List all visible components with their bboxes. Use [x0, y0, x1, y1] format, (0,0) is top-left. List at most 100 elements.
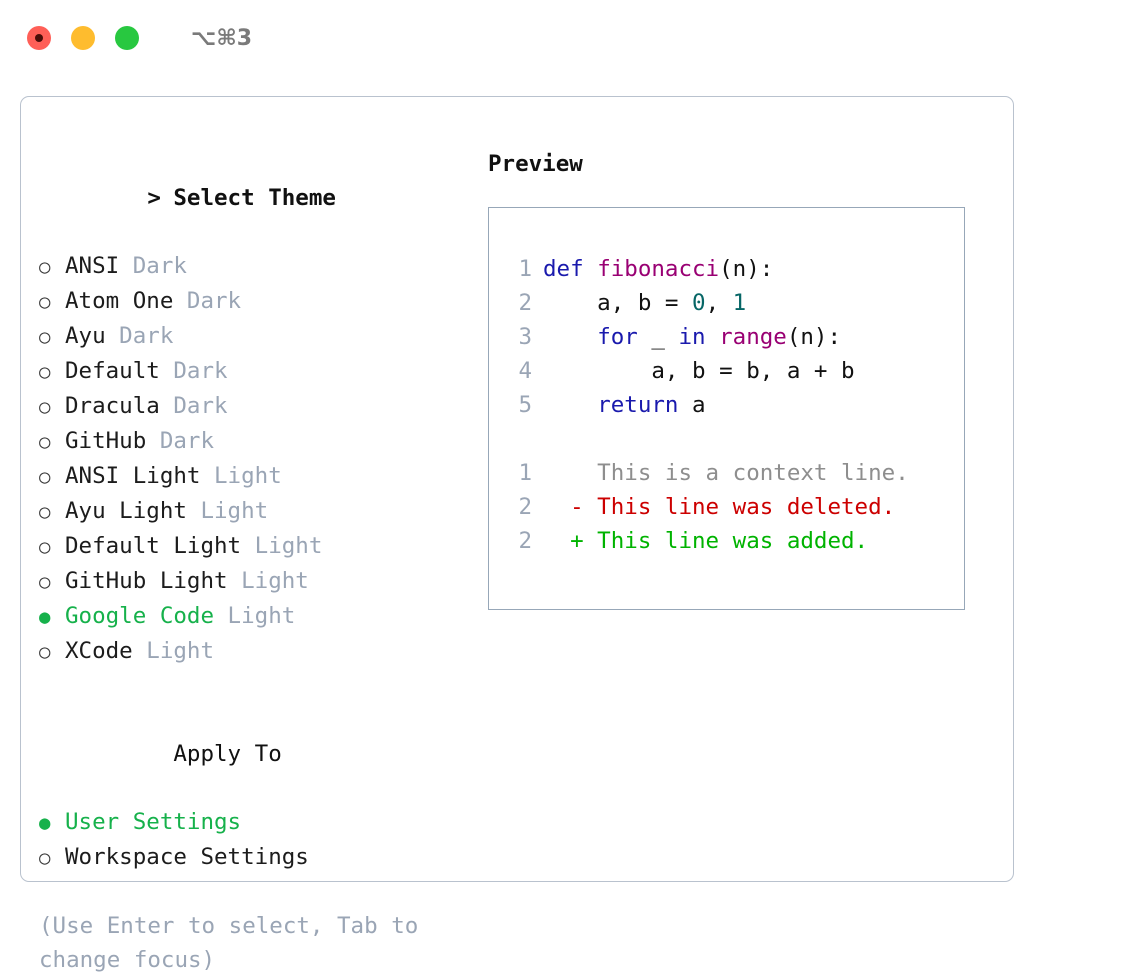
- theme-kind-label: Dark: [119, 253, 187, 279]
- theme-option-github[interactable]: ○GitHub Dark: [39, 424, 486, 459]
- diff-line-number: 2: [518, 494, 532, 520]
- titlebar: ⌥⌘3: [0, 0, 1140, 76]
- token-kw: return: [597, 392, 679, 418]
- theme-list[interactable]: ○ANSI Dark○Atom One Dark○Ayu Dark○Defaul…: [39, 249, 486, 669]
- theme-option-label: Dracula: [65, 393, 160, 419]
- theme-kind-label: Light: [227, 568, 309, 594]
- diff-line: 2 + This line was added.: [506, 524, 964, 558]
- apply-to-title: Apply To: [173, 741, 282, 767]
- radio-unselected-icon: ○: [39, 501, 51, 523]
- theme-selection-column: >Select Theme ○ANSI Dark○Atom One Dark○A…: [21, 147, 486, 977]
- window-controls: [27, 26, 139, 50]
- theme-option-label: ANSI: [65, 253, 120, 279]
- theme-option-default-light[interactable]: ○ Default Light Light: [39, 529, 486, 564]
- token-pl: (n):: [719, 256, 774, 282]
- code-text: a, b = 0, 1: [532, 286, 746, 320]
- main-window: >Select Theme ○ANSI Dark○Atom One Dark○A…: [20, 96, 1014, 973]
- theme-option-label: ANSI Light: [65, 463, 201, 489]
- token-kw: in: [678, 324, 706, 350]
- radio-unselected-icon: ○: [39, 291, 51, 313]
- close-button[interactable]: [27, 26, 51, 50]
- apply-option-label: User Settings: [65, 809, 242, 835]
- diff-line-number: 2: [518, 528, 532, 554]
- preview-title: Preview: [488, 151, 583, 177]
- keyboard-shortcut-label: ⌥⌘3: [191, 25, 253, 51]
- code-text: a, b = b, a + b: [532, 354, 855, 388]
- theme-option-dracula[interactable]: ○ Dracula Dark: [39, 389, 486, 424]
- select-theme-header: > Select Theme: [39, 147, 486, 249]
- select-theme-title: Select Theme: [173, 185, 336, 211]
- theme-option-github-light[interactable]: ○GitHub Light Light: [39, 564, 486, 599]
- token-num: 0: [692, 290, 706, 316]
- content-columns: >Select Theme ○ANSI Dark○Atom One Dark○A…: [21, 97, 1013, 977]
- theme-option-label: XCode: [65, 638, 133, 664]
- theme-option-atom-one[interactable]: ○Atom One Dark: [39, 284, 486, 319]
- token-kw: for: [597, 324, 638, 350]
- code-text: return a: [532, 388, 705, 422]
- theme-option-google-code[interactable]: ●Google Code Light: [39, 599, 486, 634]
- theme-kind-label: Light: [214, 603, 296, 629]
- radio-unselected-icon: ○: [39, 361, 51, 383]
- line-number: 1: [518, 256, 532, 282]
- diff-line: 1 This is a context line.: [506, 456, 964, 490]
- theme-kind-label: Dark: [105, 323, 174, 349]
- theme-kind-label: Light: [241, 533, 323, 559]
- recording-dot-icon: [35, 34, 43, 42]
- theme-option-label: Default: [65, 358, 160, 384]
- theme-option-label: GitHub: [65, 428, 147, 454]
- token-num: 1: [732, 290, 747, 316]
- minimize-button[interactable]: [71, 26, 95, 50]
- theme-kind-label: Light: [186, 498, 269, 524]
- theme-kind-label: Dark: [159, 358, 228, 384]
- theme-option-label: GitHub Light: [65, 568, 228, 594]
- theme-option-label: Atom One: [65, 288, 174, 314]
- theme-option-xcode[interactable]: ○XCode Light: [39, 634, 486, 669]
- diff-sample: 1 This is a context line.2 - This line w…: [506, 456, 964, 558]
- radio-unselected-icon: ○: [39, 536, 51, 558]
- code-line: 3 for _ in range(n):: [506, 320, 964, 354]
- radio-unselected-icon: ○: [39, 431, 51, 453]
- radio-unselected-icon: ○: [39, 847, 51, 869]
- theme-option-ansi-light[interactable]: ○ ANSI Light Light: [39, 459, 486, 494]
- keyboard-hint: (Use Enter to select, Tab to change focu…: [39, 913, 419, 973]
- theme-option-ayu[interactable]: ○Ayu Dark: [39, 319, 486, 354]
- theme-option-ayu-light[interactable]: ○ Ayu Light Light: [39, 494, 486, 529]
- apply-to-list[interactable]: ● User Settings ○ Workspace Settings: [39, 805, 486, 875]
- radio-selected-icon: ●: [39, 606, 51, 628]
- apply-option-workspace-settings[interactable]: ○ Workspace Settings: [39, 840, 486, 875]
- token-pl: _: [637, 324, 679, 350]
- radio-unselected-icon: ○: [39, 256, 51, 278]
- token-fn: range: [719, 324, 787, 350]
- radio-unselected-icon: ○: [39, 396, 51, 418]
- theme-option-label: Ayu: [65, 323, 106, 349]
- apply-option-label: Workspace Settings: [65, 844, 309, 870]
- code-line: 4 a, b = b, a + b: [506, 354, 964, 388]
- line-number: 3: [518, 324, 532, 350]
- line-number: 5: [518, 392, 532, 418]
- token-pl: a, b =: [543, 290, 693, 316]
- theme-option-label: Default Light: [65, 533, 242, 559]
- diff-del-text: - This line was deleted.: [543, 494, 896, 520]
- diff-line: 2 - This line was deleted.: [506, 490, 964, 524]
- zoom-button[interactable]: [115, 26, 139, 50]
- radio-unselected-icon: ○: [39, 466, 51, 488]
- theme-option-label: Ayu Light: [65, 498, 187, 524]
- radio-unselected-icon: ○: [39, 641, 51, 663]
- token-pl: [543, 324, 597, 350]
- code-line: 5 return a: [506, 388, 964, 422]
- code-line: 2 a, b = 0, 1: [506, 286, 964, 320]
- token-fn: fibonacci: [597, 256, 720, 282]
- radio-selected-icon: ●: [39, 812, 51, 834]
- theme-option-default[interactable]: ○ Default Dark: [39, 354, 486, 389]
- theme-kind-label: Dark: [159, 393, 228, 419]
- theme-kind-label: Light: [200, 463, 282, 489]
- apply-option-user-settings[interactable]: ● User Settings: [39, 805, 486, 840]
- token-pl: a, b = b, a + b: [543, 358, 855, 384]
- theme-option-ansi[interactable]: ○ ANSI Dark: [39, 249, 486, 284]
- diff-line-number: 1: [518, 460, 532, 486]
- line-number: 2: [518, 290, 532, 316]
- caret-icon: >: [147, 185, 161, 211]
